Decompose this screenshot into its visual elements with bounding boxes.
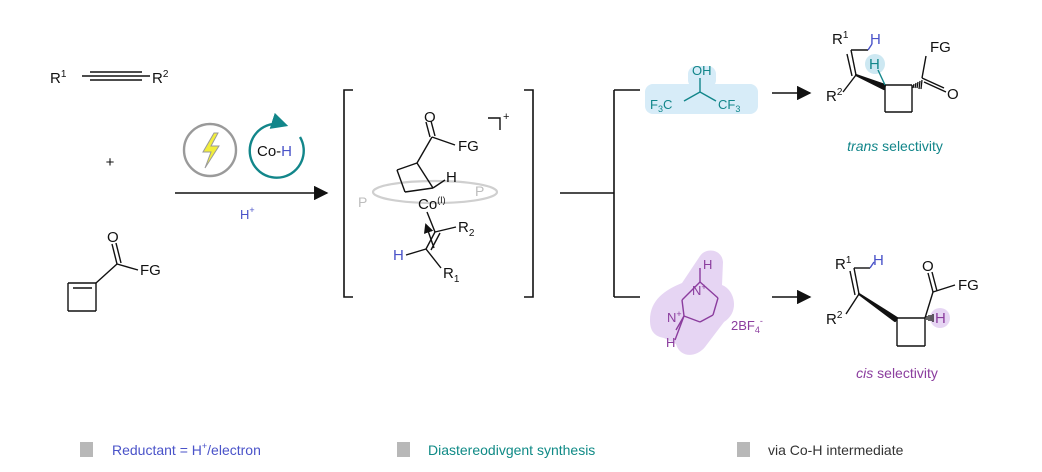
int-cobalt: Co(I) bbox=[418, 195, 446, 213]
dabco-h-bottom: H bbox=[666, 335, 675, 350]
dabco-counterion: 2BF4- bbox=[731, 316, 763, 335]
cis-vinyl-h: H bbox=[873, 252, 884, 269]
ligand-backbone bbox=[371, 179, 499, 205]
int-vinyl-h: H bbox=[393, 247, 404, 264]
dabco-h-top: H bbox=[703, 257, 712, 272]
trans-fg: FG bbox=[930, 39, 951, 56]
intermediate-complex: + P P O FG H Co(I) R2 H R1 bbox=[343, 89, 534, 298]
alkyne-reactant: R1 R2 bbox=[50, 69, 169, 87]
legend-square-2 bbox=[397, 442, 410, 457]
coh-label: Co-H bbox=[257, 143, 292, 160]
legend-item-diastereodivergent: Diastereodivgent synthesis bbox=[428, 442, 595, 458]
hfip-oh: OH bbox=[692, 63, 712, 78]
branch-lines bbox=[560, 89, 640, 298]
cis-ring-h: H bbox=[935, 310, 946, 327]
cycle-arrow-icon bbox=[248, 112, 305, 179]
proton-label: H+ bbox=[240, 205, 255, 222]
hfip-cf3-right: CF3 bbox=[718, 97, 740, 114]
cis-product: R1 H O FG R2 H cis selectivity bbox=[826, 252, 979, 381]
trans-vinyl-h: H bbox=[870, 31, 881, 48]
cis-fg: FG bbox=[958, 277, 979, 294]
int-r1: R1 bbox=[443, 265, 460, 285]
legend-item-coh: via Co-H intermediate bbox=[768, 442, 904, 458]
cyclobutene-fg: FG bbox=[140, 262, 161, 279]
hfip-additive: OH F3C CF3 bbox=[645, 63, 758, 114]
int-r2: R2 bbox=[458, 219, 475, 239]
ligand-p-left: P bbox=[358, 194, 367, 210]
dabco-additive: H N+ N+ H 2BF4- bbox=[650, 250, 763, 355]
left-bracket bbox=[343, 89, 353, 298]
conditions: Co-H H+ bbox=[175, 112, 329, 222]
alkyne-r1: R1 bbox=[50, 69, 67, 87]
int-oxygen: O bbox=[424, 109, 436, 126]
cyclobutene-reactant bbox=[67, 242, 139, 312]
cis-h-highlight bbox=[930, 308, 950, 328]
dabco-highlight bbox=[650, 250, 735, 355]
trans-selectivity-label: trans selectivity bbox=[847, 138, 943, 154]
lightning-bolt-icon bbox=[202, 132, 220, 169]
trans-r1: R1 bbox=[832, 30, 849, 48]
dabco-n-bottom: N+ bbox=[667, 309, 682, 325]
trans-ring-h: H bbox=[869, 56, 880, 73]
trans-product: R1 H H FG O R2 trans selectivity bbox=[826, 30, 959, 154]
legend-item-reductant: Reductant = H+/electron bbox=[112, 441, 261, 458]
cis-selectivity-label: cis selectivity bbox=[856, 365, 938, 381]
int-fg: FG bbox=[458, 138, 479, 155]
hfip-cf3-left: F3C bbox=[650, 97, 672, 114]
alkyne-r2: R2 bbox=[152, 69, 169, 87]
cis-oxygen: O bbox=[922, 258, 934, 275]
cis-r2: R2 bbox=[826, 310, 843, 328]
int-h: H bbox=[446, 169, 457, 186]
ligand-p-right: P bbox=[475, 183, 484, 199]
trans-r2: R2 bbox=[826, 87, 843, 105]
right-bracket bbox=[524, 89, 534, 298]
legend-square-3 bbox=[737, 442, 750, 457]
legend: Reductant = H+/electron Diastereodivgent… bbox=[80, 441, 904, 458]
hfip-highlight bbox=[645, 84, 758, 114]
dabco-n-top: N+ bbox=[692, 282, 707, 298]
coordination-arrow bbox=[423, 223, 435, 249]
cyclobutene-oxygen: O bbox=[107, 229, 119, 246]
trans-oxygen: O bbox=[947, 86, 959, 103]
cis-r1: R1 bbox=[835, 255, 852, 273]
trans-h-highlight bbox=[865, 54, 885, 74]
plus-sign: + bbox=[106, 154, 115, 171]
complex-charge: + bbox=[503, 111, 509, 123]
legend-square-1 bbox=[80, 442, 93, 457]
